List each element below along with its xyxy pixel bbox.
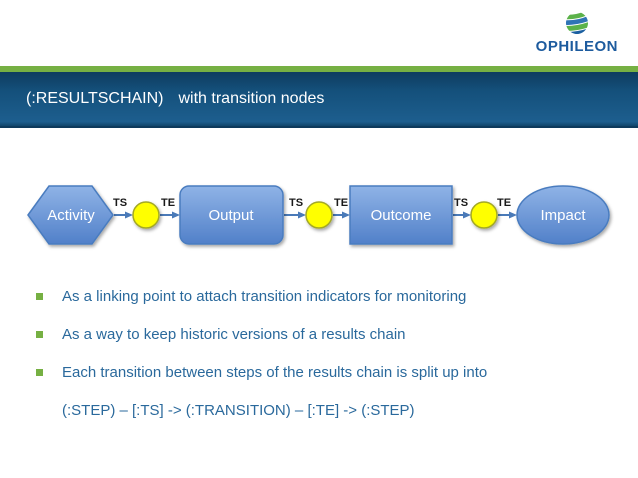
- brand-logo: OPHILEON: [536, 10, 618, 55]
- slide-header: OPHILEON: [0, 0, 638, 66]
- ts-label-3: TS: [454, 197, 468, 209]
- bullet-text: Each transition between steps of the res…: [62, 364, 488, 381]
- bullet-marker: [36, 293, 43, 300]
- transition-node-2: [305, 201, 333, 229]
- brand-name: OPHILEON: [535, 38, 618, 55]
- te-label-2: TE: [334, 197, 348, 209]
- ts-label-2: TS: [289, 197, 303, 209]
- bullet-marker: [36, 369, 43, 376]
- bullet-marker: [36, 331, 43, 338]
- title-bar: (:RESULTSCHAIN) with transition nodes: [0, 72, 638, 128]
- globe-icon: [564, 10, 589, 36]
- green-divider: [0, 66, 638, 72]
- node-outcome-label: Outcome: [371, 207, 432, 224]
- node-impact-label: Impact: [540, 207, 586, 224]
- te-label-3: TE: [497, 197, 511, 209]
- transition-node-1: [132, 201, 160, 229]
- node-impact: [516, 185, 610, 245]
- node-activity: [27, 185, 114, 245]
- results-chain-diagram: Activity Output Outcome Impact TS TE TS …: [27, 185, 610, 245]
- slide-subtitle: with transition nodes: [178, 90, 325, 107]
- bullet-list: As a linking point to attach transition …: [36, 289, 606, 403]
- te-label-1: TE: [161, 197, 175, 209]
- list-item: Each transition between steps of the res…: [36, 365, 606, 381]
- bullet-text: As a linking point to attach transition …: [62, 288, 467, 305]
- node-outcome: [349, 185, 453, 245]
- transition-node-3: [470, 201, 498, 229]
- node-output: [179, 185, 284, 245]
- node-activity-label: Activity: [47, 207, 95, 224]
- node-output-label: Output: [208, 207, 254, 224]
- ts-label-1: TS: [113, 197, 127, 209]
- slide-title: (:RESULTSCHAIN): [26, 90, 164, 107]
- bullet-text: As a way to keep historic versions of a …: [62, 326, 406, 343]
- bullet-continuation-text: (:STEP) – [:TS] -> (:TRANSITION) – [:TE]…: [62, 402, 415, 419]
- list-item: As a way to keep historic versions of a …: [36, 327, 606, 343]
- list-item: As a linking point to attach transition …: [36, 289, 606, 305]
